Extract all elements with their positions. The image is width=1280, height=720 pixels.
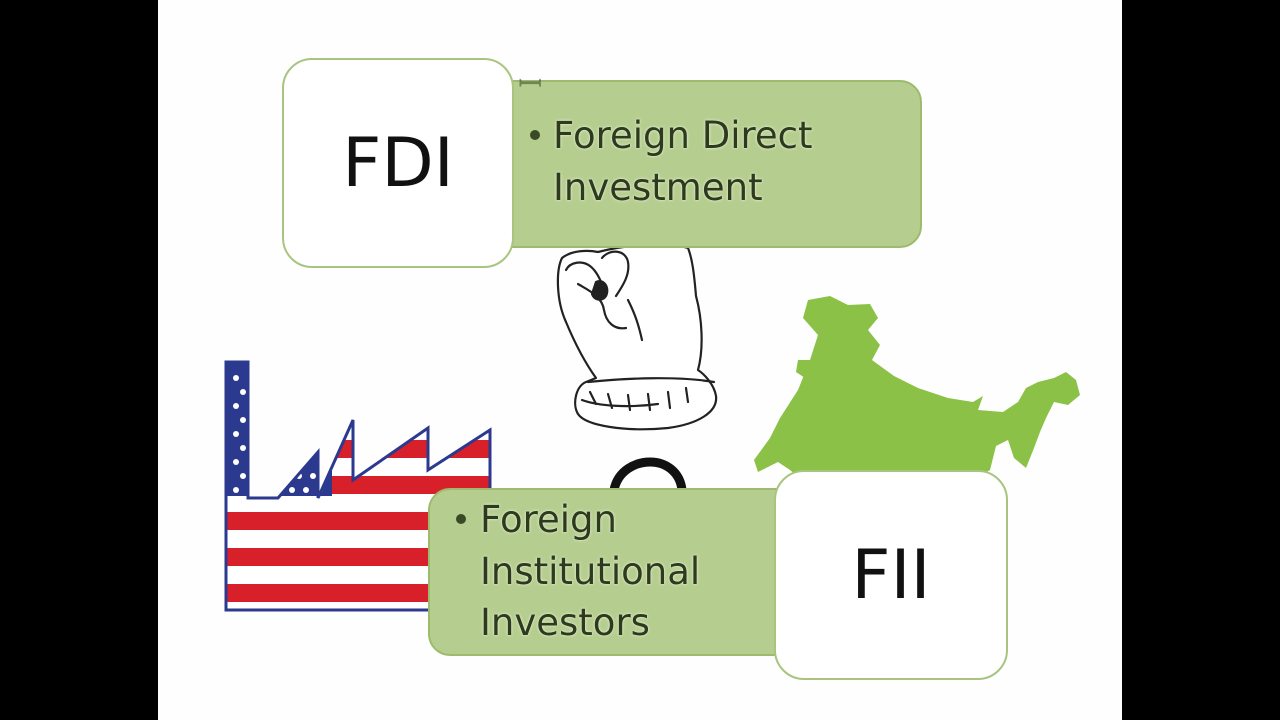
india-map-icon xyxy=(754,296,1080,520)
fdi-bullet-dot xyxy=(530,130,540,140)
fii-bullet-line-3: Investors xyxy=(480,601,650,644)
fdi-bullet-line-1: Foreign Direct xyxy=(553,114,813,157)
hand-pinch-icon xyxy=(556,243,718,431)
fii-bullet-line-2: Institutional xyxy=(480,550,701,593)
fdi-abbr: FDI xyxy=(342,123,454,203)
fii-bullet-line-1: Foreign xyxy=(480,498,617,541)
fdi-card: FDI xyxy=(282,58,514,268)
slide-artwork xyxy=(224,243,1080,612)
fii-bullet-dot xyxy=(456,514,466,524)
ghost-title-text: ꟷ xyxy=(518,67,543,102)
fii-abbr: FII xyxy=(851,535,931,615)
partial-letter-shape xyxy=(609,457,687,492)
fii-card: FII xyxy=(774,470,1008,680)
fdi-bullet-line-2: Investment xyxy=(553,166,763,209)
fdi-definition-panel xyxy=(488,80,922,248)
slide: ꟷ FDI Foreign Direct Investment Foreign … xyxy=(158,0,1122,720)
